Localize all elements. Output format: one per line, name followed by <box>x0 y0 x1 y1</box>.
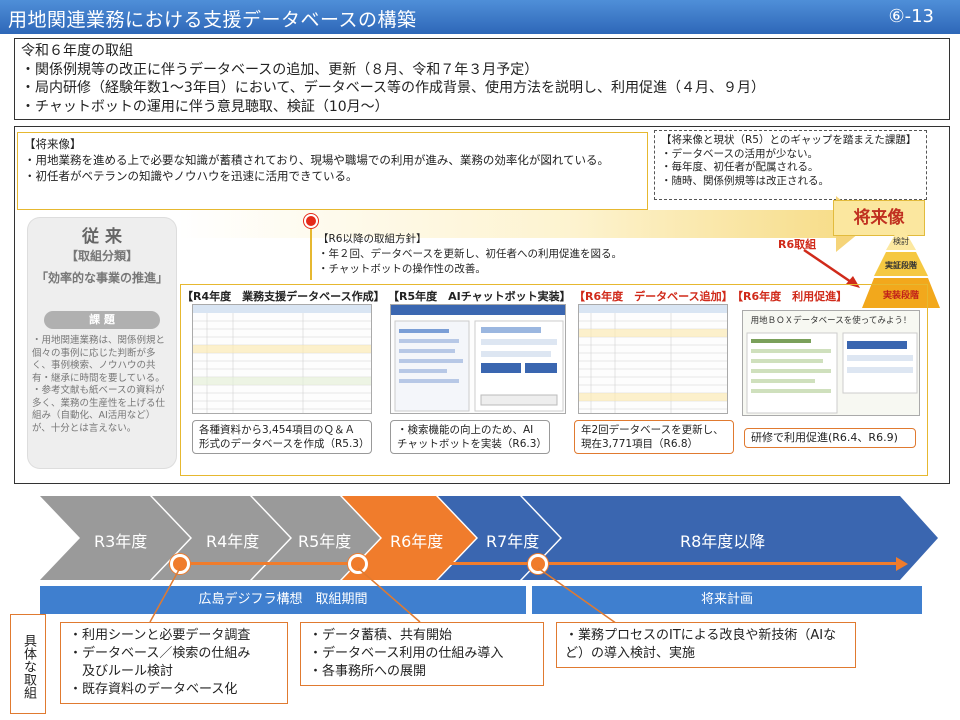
card-screenshot-r6-promo <box>742 310 920 416</box>
card-title-r5: 【R5年度 AIチャットボット実装】 <box>388 290 571 303</box>
policy-line: ・チャットボットの操作性の改善。 <box>318 263 486 275</box>
gap-heading: 【将来像と現状（R5）とのギャップを踏まえた課題】 <box>661 134 917 146</box>
gap-issues-box: 【将来像と現状（R5）とのギャップを踏まえた課題】 ・データベースの活用が少ない… <box>654 130 927 200</box>
card-screenshot-r4 <box>192 304 372 414</box>
title-bar: 用地関連業務における支援データベースの構築 ⑥-13 <box>0 0 960 34</box>
timeline-year: R8年度以降 <box>680 532 766 551</box>
conventional-box <box>28 218 176 468</box>
maturity-pyramid: 検討 実証段階 実装段階 <box>862 224 940 308</box>
pyramid-level-top: 検討 <box>893 236 909 246</box>
timeline-year: R3年度 <box>94 532 148 551</box>
action-line: ・データ蓄積、共有開始 <box>309 628 453 643</box>
gap-line: ・毎年度、初任者が配属される。 <box>661 161 819 173</box>
issue-pill: 課 題 <box>44 311 160 329</box>
r6-dot-line <box>310 228 312 280</box>
future-label: 将来像 <box>833 200 925 236</box>
timeline-arrow-head <box>896 557 908 571</box>
card-title-r4: 【R4年度 業務支援データベース作成】 <box>182 290 385 303</box>
card-caption-r6-promo: 研修で利用促進(R6.4、R6.9) <box>744 428 916 448</box>
policy-line: ・年２回、データベースを更新し、初任者への利用促進を図る。 <box>318 248 622 260</box>
card-caption-r4: 各種資料から3,454項目のＱ＆Ａ形式のデータベースを作成（R5.3） <box>192 420 372 454</box>
gap-line: ・随時、関係例規等は改正される。 <box>661 174 829 187</box>
action-line: 及びルール検討 <box>69 664 174 679</box>
spreadsheet-thumbnail <box>579 305 727 413</box>
gap-line: ・データベースの活用が少ない。 <box>661 147 818 160</box>
chevron-r3 <box>40 496 190 580</box>
pyramid-level-base: 実装段階 <box>883 289 919 301</box>
spreadsheet-thumbnail <box>193 305 371 413</box>
action-line: ・データベース／検索の仕組み <box>69 646 251 661</box>
period-bar: 広島デジフラ構想 取組期間 <box>40 586 526 614</box>
r6-action-label: R6取組 <box>778 238 817 251</box>
timeline-dot-r6 <box>348 554 368 574</box>
intro-heading: 令和６年度の取組 <box>21 43 133 59</box>
timeline-dot-r7 <box>528 554 548 574</box>
timeline-year: R7年度 <box>486 532 540 551</box>
policy-heading: 【R6以降の取組方針】 <box>318 233 427 245</box>
intro-box: 令和６年度の取組 ・関係例規等の改正に伴うデータベースの追加、更新（８月、令和７… <box>14 38 950 120</box>
action-line: ・データベース利用の仕組み導入 <box>309 646 504 661</box>
promo-screen-title: 用地ＢＯＸデータベースを使ってみよう！ <box>750 316 912 326</box>
action-box-r4: ・利用シーンと必要データ調査 ・データベース／検索の仕組み 及びルール検討 ・既… <box>60 622 288 704</box>
r6-action-arrow <box>803 248 860 288</box>
action-line: ・既存資料のデータベース化 <box>69 682 238 697</box>
future-vision-heading: 【将来像】 <box>24 137 82 151</box>
timeline-year: R4年度 <box>206 532 260 551</box>
action-line: ・業務プロセスのITによる改良や新技術（AIなど）の導入検討、実施 <box>565 628 837 661</box>
intro-line: ・チャットボットの運用に伴う意見聴取、検証（10月～） <box>21 98 389 115</box>
conventional-title: 従 来 <box>82 227 122 247</box>
action-box-r6: ・データ蓄積、共有開始 ・データベース利用の仕組み導入 ・各事務所への展開 <box>300 622 544 686</box>
future-vision-line: ・初任者がベテランの知識やノウハウを迅速に活用できている。 <box>24 169 358 183</box>
page-number: ⑥-13 <box>888 6 934 27</box>
timeline-dot-r4 <box>170 554 190 574</box>
future-vision-line: ・用地業務を進める上で必要な知識が蓄積されており、現場や職場での利用が進み、業務… <box>24 153 609 167</box>
connectors <box>149 567 621 627</box>
category-value: 「効率的な事業の推進」 <box>35 271 168 285</box>
policy-text: 【R6以降の取組方針】 ・年２回、データベースを更新し、初任者への利用促進を図る… <box>318 232 622 277</box>
specific-label-text: 具体な取組 <box>21 633 36 699</box>
intro-line: ・関係例規等の改正に伴うデータベースの追加、更新（８月、令和７年３月予定） <box>21 61 539 78</box>
card-title-r6-db: 【R6年度 データベース追加】 <box>574 290 733 303</box>
category-label: 【取組分類】 <box>65 249 138 263</box>
specific-actions-label: 具体な取組 <box>10 614 46 714</box>
future-arrow-band <box>178 210 838 238</box>
cards-frame <box>180 284 928 476</box>
pyramid-level-mid: 実証段階 <box>885 260 917 270</box>
timeline-chevrons <box>40 496 938 580</box>
future-vision-box: 【将来像】 ・用地業務を進める上で必要な知識が蓄積されており、現場や職場での利用… <box>17 132 648 210</box>
action-line: ・利用シーンと必要データ調査 <box>69 628 251 643</box>
card-title-r6-promo: 【R6年度 利用促進】 <box>732 290 848 303</box>
issue-line: ・用地関連業務は、関係例規と個々の事例に応じた判断が多く、事例検索、ノウハウの共… <box>32 335 166 384</box>
conventional-issues: ・用地関連業務は、関係例規と個々の事例に応じた判断が多く、事例検索、ノウハウの共… <box>32 335 172 435</box>
intro-line: ・局内研修（経験年数1～3年目）において、データベース等の作成背景、使用方法を説… <box>21 80 765 96</box>
issue-line: ・参考文献も紙ベースの資料が多く、業務の生産性を上げる仕組み（自動化、AI活用な… <box>32 385 166 434</box>
action-box-r7: ・業務プロセスのITによる改良や新技術（AIなど）の導入検討、実施 <box>556 622 856 668</box>
card-screenshot-r5 <box>390 304 566 414</box>
card-caption-r6-db: 年2回データベースを更新し、現在3,771項目（R6.8） <box>574 420 734 454</box>
chatbot-thumbnail <box>391 305 565 412</box>
r6-marker-dot <box>304 214 318 228</box>
chevron-r6 <box>342 496 476 580</box>
action-line: ・各事務所への展開 <box>309 664 427 679</box>
page-title: 用地関連業務における支援データベースの構築 <box>8 9 417 31</box>
timeline-year: R6年度 <box>390 532 444 551</box>
training-slide-thumbnail <box>743 311 919 415</box>
chevron-r8 <box>522 496 938 580</box>
card-screenshot-r6-db <box>578 304 728 414</box>
card-caption-r5: ・検索機能の向上のため、AIチャットボットを実装（R6.3） <box>390 420 550 454</box>
timeline-year: R5年度 <box>298 532 352 551</box>
